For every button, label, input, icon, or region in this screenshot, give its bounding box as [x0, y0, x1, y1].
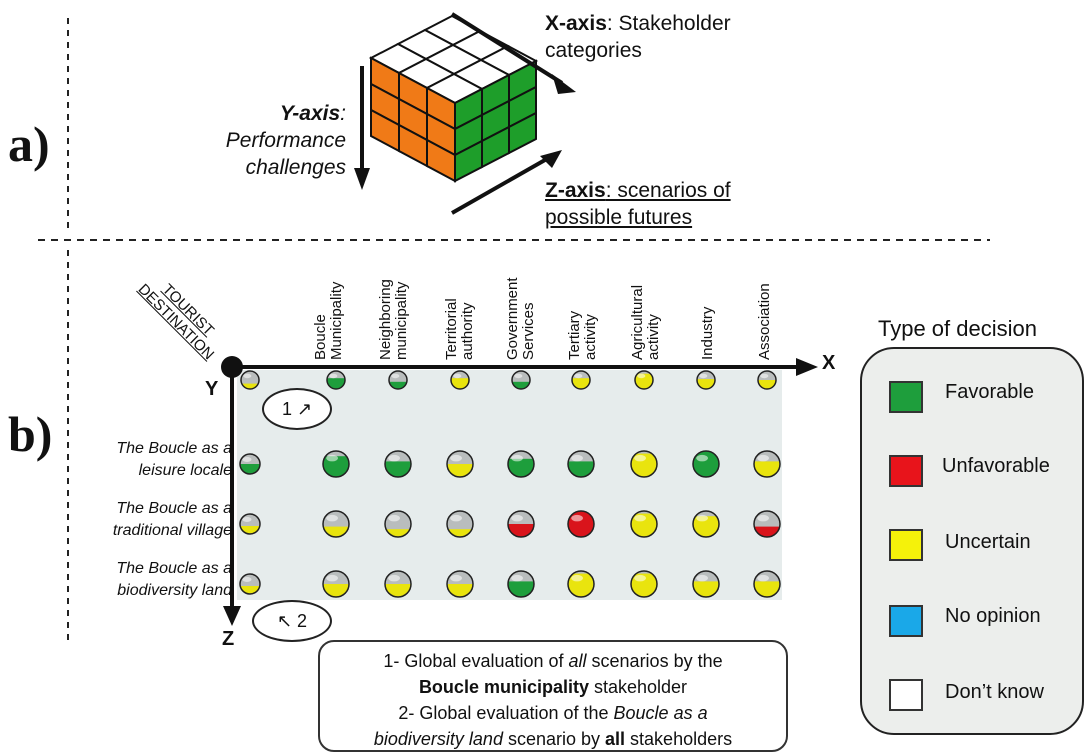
decision-ball: [567, 450, 595, 478]
decision-ball: [692, 570, 720, 598]
decision-ball: [630, 510, 658, 538]
legend-label-unfavorable: Unfavorable: [942, 455, 1050, 477]
evaluation-note: 1- Global evaluation of all scenarios by…: [318, 640, 788, 752]
legend-swatch-unfavorable: [889, 455, 923, 487]
decision-ball: [630, 570, 658, 598]
legend-swatch-uncertain: [889, 529, 923, 561]
decision-ball: [446, 450, 474, 478]
stakeholder-label: Agricultural activity: [629, 284, 662, 360]
legend-label-uncertain: Uncertain: [945, 531, 1031, 553]
legend-swatch-dont-know: [889, 679, 923, 711]
decision-ball: [567, 570, 595, 598]
legend-swatch-favorable: [889, 381, 923, 413]
stakeholder-label: Government Services: [504, 277, 537, 360]
marker-2: ↖ 2: [252, 600, 332, 642]
stakeholder-label: Territorial authority: [443, 298, 476, 360]
decision-ball: [753, 450, 781, 478]
y-axis-caption: Y-axis: Performance challenges: [225, 102, 346, 179]
decision-ball: [240, 370, 260, 390]
panel-a-label: a): [8, 116, 50, 172]
y-axis-letter: Y: [205, 378, 219, 400]
x-axis-caption: X-axis: Stakeholder categories: [545, 12, 731, 62]
cube-right-cell: [508, 111, 537, 155]
decision-ball: [696, 370, 716, 390]
decision-ball: [571, 370, 591, 390]
decision-ball: [446, 510, 474, 538]
legend-swatch-no-opinion: [889, 605, 923, 637]
decision-ball: [757, 370, 777, 390]
decision-ball: [753, 570, 781, 598]
legend-box: Favorable Unfavorable Uncertain No opini…: [860, 347, 1084, 735]
decision-ball: [692, 450, 720, 478]
panel-b-label: b): [8, 406, 53, 462]
decision-ball: [326, 370, 346, 390]
decision-ball: [634, 370, 654, 390]
decision-ball: [753, 510, 781, 538]
legend-title: Type of decision: [878, 316, 1037, 341]
cube-diagram: [354, 12, 576, 215]
stakeholder-label: Industry: [699, 306, 716, 360]
decision-ball: [322, 570, 350, 598]
decision-ball: [507, 450, 535, 478]
legend-label-no-opinion: No opinion: [945, 605, 1041, 627]
decision-ball: [450, 370, 470, 390]
decision-ball: [384, 570, 412, 598]
decision-ball: [630, 450, 658, 478]
decision-ball: [384, 510, 412, 538]
decision-ball: [239, 573, 261, 595]
decision-ball: [384, 450, 412, 478]
decision-ball: [567, 510, 595, 538]
decision-ball: [692, 510, 720, 538]
decision-ball: [511, 370, 531, 390]
stakeholder-label: Tertiary activity: [566, 310, 599, 360]
legend-label-favorable: Favorable: [945, 381, 1034, 403]
z-axis-caption: Z-axis: scenarios of possible futures: [545, 179, 731, 229]
stakeholder-label: Neighboring municipality: [377, 279, 410, 360]
decision-ball: [322, 510, 350, 538]
decision-ball: [239, 513, 261, 535]
decision-ball: [507, 510, 535, 538]
decision-ball: [507, 570, 535, 598]
marker-1: 1 ↗: [262, 388, 332, 430]
stakeholder-label: Boucle Municipality: [312, 281, 345, 360]
decision-ball: [388, 370, 408, 390]
decision-ball: [239, 453, 261, 475]
decision-ball: [446, 570, 474, 598]
z-axis-letter: Z: [222, 628, 235, 650]
stakeholder-label: Association: [756, 283, 773, 360]
x-axis-letter: X: [822, 352, 836, 374]
legend-label-dont-know: Don’t know: [945, 681, 1044, 703]
decision-ball: [322, 450, 350, 478]
